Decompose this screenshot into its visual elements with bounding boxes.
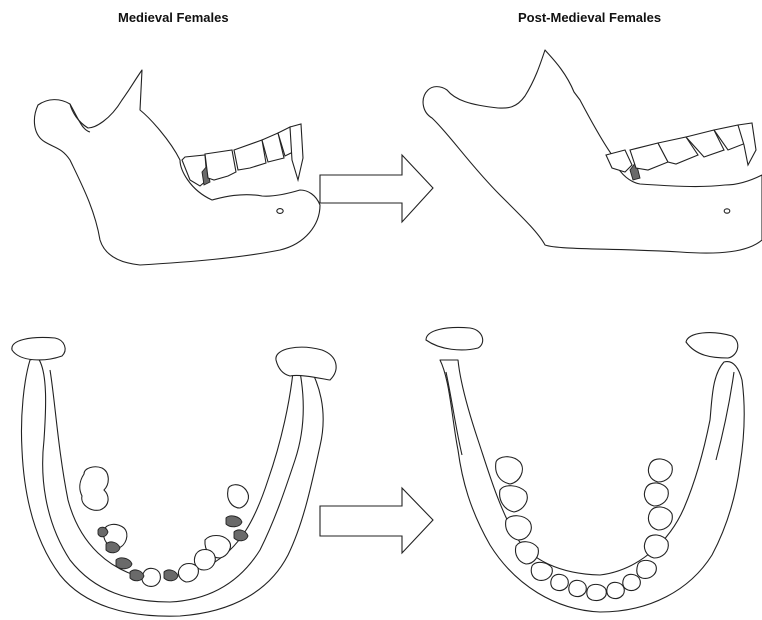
top-arrow-icon (320, 155, 433, 222)
tooth (648, 459, 672, 482)
tooth (607, 582, 625, 598)
lost-tooth-socket (116, 558, 132, 569)
tooth (644, 483, 668, 506)
tooth (142, 568, 160, 586)
left-condyle (12, 338, 65, 360)
tooth (587, 584, 607, 600)
lost-tooth-socket (226, 516, 242, 527)
lost-tooth-socket (130, 570, 144, 581)
right-condyle (686, 333, 738, 358)
tooth (531, 562, 552, 580)
right-condyle (276, 347, 336, 380)
tooth (551, 574, 569, 590)
tooth (500, 486, 528, 512)
tooth (290, 124, 303, 180)
tooth (234, 140, 266, 170)
tooth (228, 485, 249, 508)
tooth (496, 457, 523, 484)
tooth (637, 560, 657, 578)
tooth (178, 564, 198, 583)
post-medieval-lateral-mandible (423, 50, 762, 253)
post-medieval-occlusal-mandible (426, 328, 744, 613)
lost-tooth-socket (164, 570, 178, 581)
left-condyle (426, 328, 483, 350)
lost-tooth-socket (98, 527, 108, 537)
tooth (623, 574, 641, 590)
medieval-occlusal-mandible (12, 338, 336, 617)
tooth (648, 507, 672, 530)
tooth (569, 580, 587, 596)
tooth (80, 467, 108, 510)
lost-tooth-socket (234, 530, 248, 541)
medieval-lateral-mandible (34, 70, 320, 265)
bottom-arrow-icon (320, 488, 433, 553)
tooth (205, 150, 236, 180)
